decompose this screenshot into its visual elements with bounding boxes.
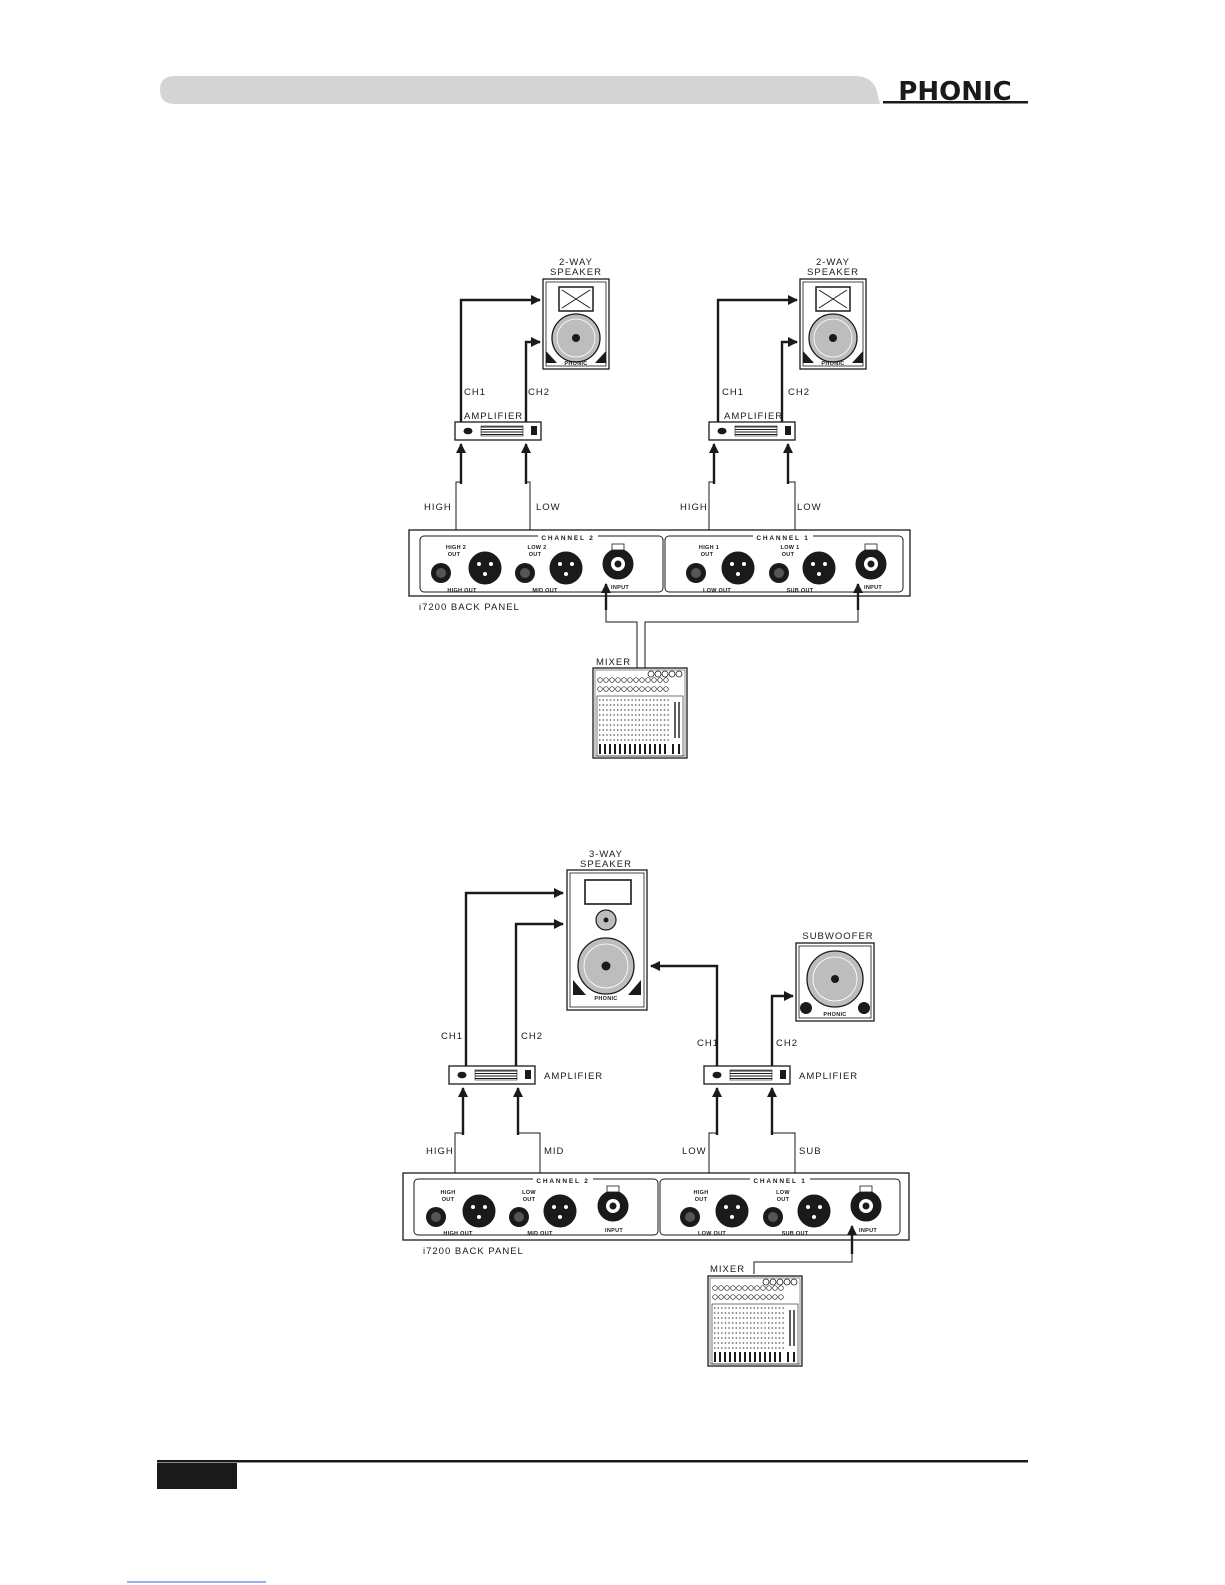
mixer-label: MIXER [710,1264,745,1275]
panel-text: SUB OUT [787,588,814,594]
amplifier-input-cables: HIGH LOW HIGH LOW [424,442,822,540]
page-footer [127,1460,1028,1583]
panel-text: INPUT [611,585,629,591]
wire-label-mid: MID [544,1146,564,1157]
panel-text: OUT [701,552,714,558]
speaker-logo: PHONIC [594,996,617,1002]
xlr-out-socket [721,551,755,585]
panel-text: LOW [522,1190,536,1196]
ch1-label: CH1 [464,387,486,398]
xlr-out-socket [543,1194,577,1228]
wire-label-low: LOW [536,502,561,513]
panel-text: OUT [695,1197,708,1203]
panel-text: LOW OUT [698,1231,726,1237]
panel-text: OUT [523,1197,536,1203]
ch1-label: CH1 [441,1031,463,1042]
mixer-console: MIXER [707,1264,803,1367]
wire-label-high: HIGH [424,502,452,513]
mixer-console: MIXER [592,657,688,759]
panel-text: HIGH 2 [446,545,466,551]
ch2-label: CH2 [528,387,550,398]
panel-text: HIGH OUT [443,1231,473,1237]
panel-text: MID OUT [532,588,558,594]
wire-label-high: HIGH [680,502,708,513]
panel-text: LOW 2 [528,545,547,551]
mixer-input-cables [600,582,864,668]
panel-text: OUT [782,552,795,558]
i7200-back-panel: CHANNEL 2 CHANNEL 1 HIGH 2 OUT LOW 2 OUT… [408,529,911,597]
amplifier-right: AMPLIFIER CH1 CH2 [697,1038,858,1085]
panel-text: INPUT [864,585,882,591]
xlr-out-socket [462,1194,496,1228]
xlr-out-socket [797,1194,831,1228]
ch2-label: CH2 [788,387,810,398]
panel-text: HIGH OUT [447,588,477,594]
speaker-right-label-2: SPEAKER [807,267,859,278]
amplifier-left: AMPLIFIER CH1 CH2 [441,1031,603,1085]
wire-label-sub: SUB [799,1146,822,1157]
channel-1-label: CHANNEL 1 [753,1178,806,1185]
speaker-logo: PHONIC [821,361,844,367]
panel-text: LOW 1 [781,545,800,551]
back-panel-label: i7200 BACK PANEL [419,602,520,613]
three-way-speaker: 3-WAY SPEAKER PHONIC [566,849,648,1011]
subwoofer-logo: PHONIC [823,1012,846,1018]
speaker-right-label-1: 2-WAY [816,257,850,268]
wire-label-low: LOW [682,1146,707,1157]
panel-text: INPUT [605,1228,623,1234]
mixer-label: MIXER [596,657,631,668]
amplifier-right: AMPLIFIER CH1 CH2 [708,387,810,441]
speaker-cables [459,294,799,422]
wire-label-high: HIGH [426,1146,454,1157]
xlr-out-socket [468,551,502,585]
ch2-label: CH2 [776,1038,798,1049]
panel-text: MID OUT [527,1231,553,1237]
amplifier-right-label: AMPLIFIER [724,411,783,422]
channel-2-label: CHANNEL 2 [541,535,594,542]
page-number-tab [157,1463,237,1489]
diagram-3way-sub: 3-WAY SPEAKER PHONIC SUBWOOFER PHONIC [402,849,910,1367]
mixer-input-cables [753,1224,858,1274]
amplifier-left-label: AMPLIFIER [464,411,523,422]
speaker-left-label-1: 2-WAY [559,257,593,268]
speaker-left-label-2: SPEAKER [550,267,602,278]
two-way-speaker-right: 2-WAY SPEAKER PHONIC [799,257,867,370]
wire-label-low: LOW [797,502,822,513]
speaker-label-2: SPEAKER [580,859,632,870]
amplifier-input-cables: HIGH MID LOW SUB [426,1086,822,1185]
panel-text: OUT [442,1197,455,1203]
i7200-back-panel: CHANNEL 2 CHANNEL 1 HIGH OUT LOW OUT HIG… [402,1172,910,1241]
panel-text: SUB OUT [782,1231,809,1237]
speaker-label-1: 3-WAY [589,849,623,860]
xlr-out-socket [715,1194,749,1228]
panel-text: LOW OUT [703,588,731,594]
panel-text: INPUT [859,1228,877,1234]
panel-text: OUT [529,552,542,558]
speaker-logo: PHONIC [564,361,587,367]
ch1-label: CH1 [697,1038,719,1049]
diagram-2way-stereo: 2-WAY SPEAKER PHONIC 2-WAY SPEAKER PHONI… [408,257,911,759]
amplifier-left: AMPLIFIER CH1 CH2 [454,387,550,441]
panel-text: LOW [776,1190,790,1196]
two-way-speaker-left: 2-WAY SPEAKER PHONIC [542,257,610,370]
panel-text: HIGH [694,1190,709,1196]
subwoofer: SUBWOOFER PHONIC [795,931,875,1022]
amplifier-left-label: AMPLIFIER [544,1071,603,1082]
panel-text: HIGH 1 [699,545,719,551]
channel-2-label: CHANNEL 2 [536,1178,589,1185]
panel-text: OUT [777,1197,790,1203]
amplifier-right-label: AMPLIFIER [799,1071,858,1082]
subwoofer-label: SUBWOOFER [802,931,873,942]
channel-1-label: CHANNEL 1 [756,535,809,542]
xlr-out-socket [802,551,836,585]
panel-text: HIGH [441,1190,456,1196]
ch1-label: CH1 [722,387,744,398]
back-panel-label: i7200 BACK PANEL [423,1246,524,1257]
panel-text: OUT [448,552,461,558]
xlr-out-socket [549,551,583,585]
page-header: PHONIC [160,76,1028,107]
ch2-label: CH2 [521,1031,543,1042]
speaker-cables [464,887,795,1066]
